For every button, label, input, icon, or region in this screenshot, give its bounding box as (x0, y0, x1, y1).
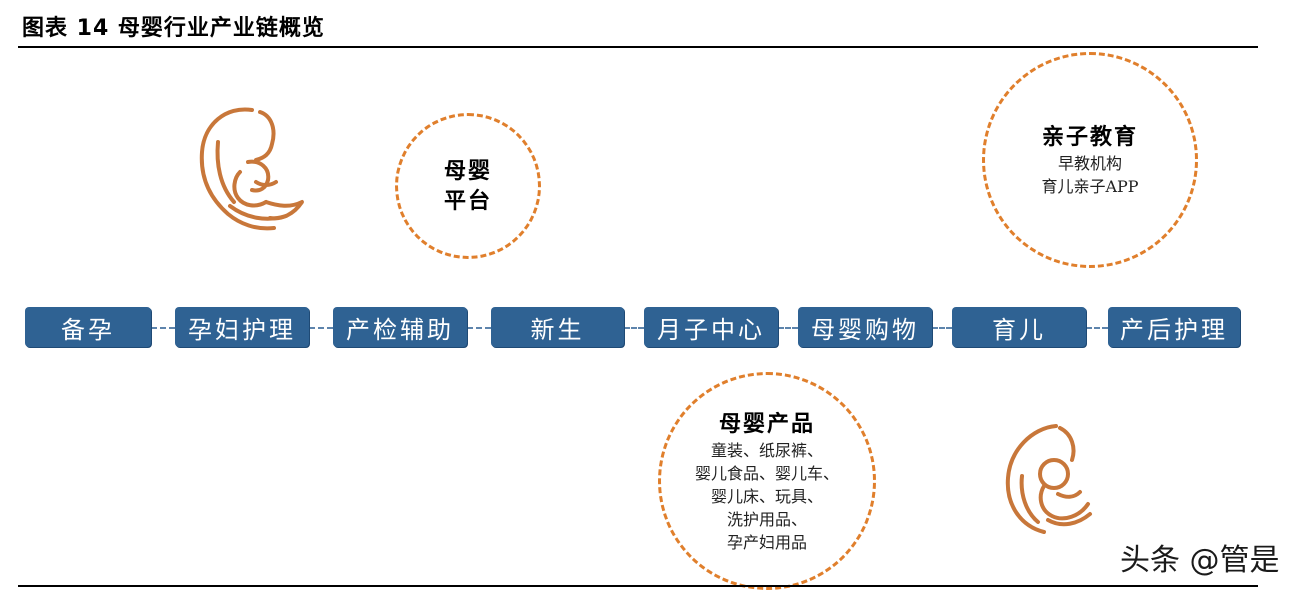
education-circle: 亲子教育 早教机构 育儿亲子APP (982, 52, 1198, 268)
watermark: 头条 @管是 (1120, 543, 1280, 578)
platform-line-1: 母婴 (443, 158, 492, 184)
stage-box: 新生 (491, 307, 624, 347)
figure-title: 图表 14 母婴行业产业链概览 (22, 16, 325, 41)
stage-box: 产检辅助 (333, 307, 467, 347)
products-item: 孕产妇用品 (726, 532, 807, 552)
products-title: 母婴产品 (718, 410, 815, 437)
stage-box: 备孕 (25, 307, 151, 347)
mother-child-icon (1005, 424, 1092, 534)
stage-connector (467, 327, 491, 329)
stage-box: 月子中心 (644, 307, 778, 347)
stage-connector (309, 327, 333, 329)
products-item: 婴儿食品、婴儿车、 (694, 463, 839, 483)
education-item: 早教机构 (1057, 154, 1122, 173)
stage-box: 产后护理 (1108, 307, 1240, 347)
education-item: 育儿亲子APP (1041, 177, 1139, 196)
products-item: 童装、纸尿裤、 (710, 440, 823, 460)
stage-connector (778, 327, 798, 329)
products-item: 婴儿床、玩具、 (710, 486, 823, 506)
platform-circle: 母婴 平台 (395, 113, 541, 259)
stage-box: 孕妇护理 (175, 307, 309, 347)
mother-icon (199, 107, 304, 231)
stage-connector (624, 327, 644, 329)
stage-connector (1086, 327, 1108, 329)
products-item: 洗护用品、 (726, 509, 807, 529)
bottom-rule (18, 585, 1258, 587)
stage-box: 母婴购物 (798, 307, 932, 347)
stage-connector (151, 327, 175, 329)
top-rule (18, 46, 1258, 48)
products-circle: 母婴产品 童装、纸尿裤、 婴儿食品、婴儿车、 婴儿床、玩具、 洗护用品、 孕产妇… (658, 372, 876, 590)
stage-box: 育儿 (952, 307, 1086, 347)
platform-line-2: 平台 (443, 188, 492, 214)
stage-connector (932, 327, 952, 329)
education-title: 亲子教育 (1041, 124, 1138, 150)
